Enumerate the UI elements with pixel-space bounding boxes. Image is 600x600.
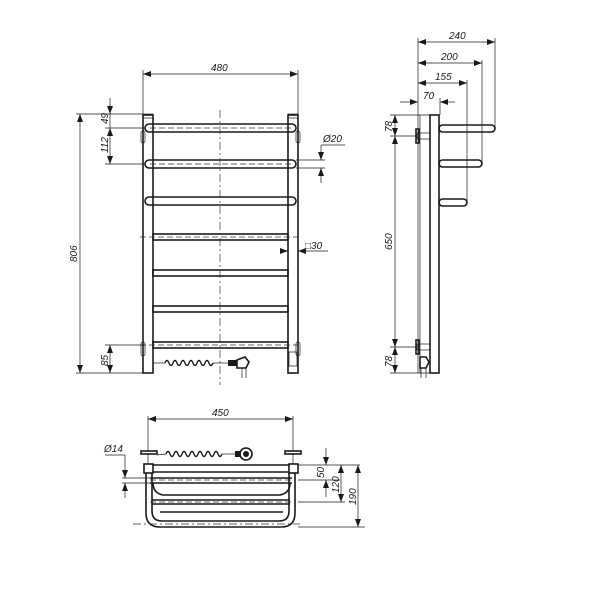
rail-1 xyxy=(144,123,297,133)
rail-3 xyxy=(144,196,297,206)
dim-profile-30: □30 xyxy=(305,241,323,252)
dim-side-bottom-78: 78 xyxy=(384,355,395,367)
dim-width-480: 480 xyxy=(211,63,228,74)
top-view: 450 Ø14 50 120 190 xyxy=(103,408,365,528)
top-heating-cable xyxy=(156,447,253,461)
side-post xyxy=(429,114,440,374)
dim-depth-155: 155 xyxy=(435,72,452,83)
front-view: 480 806 49 112 85 Ø20 □30 xyxy=(69,63,345,385)
rail-2 xyxy=(144,159,297,169)
rail-6 xyxy=(152,305,289,313)
side-view: 240 200 155 70 78 650 78 xyxy=(384,31,496,378)
dim-mount-diameter-14: Ø14 xyxy=(103,444,123,455)
dim-depth-190: 190 xyxy=(348,488,359,505)
dim-top-offset-49: 49 xyxy=(100,112,111,124)
dim-mount-spacing-650: 650 xyxy=(384,233,395,250)
dim-depth-70: 70 xyxy=(423,91,435,102)
dim-rail-spacing-112: 112 xyxy=(100,137,111,153)
rail-5 xyxy=(152,269,289,277)
dim-bottom-offset-85: 85 xyxy=(100,354,111,366)
heating-cable xyxy=(153,356,250,378)
dim-depth-50: 50 xyxy=(316,466,327,478)
dim-side-top-78: 78 xyxy=(384,120,395,132)
dim-depth-120: 120 xyxy=(331,476,342,493)
dim-top-width-450: 450 xyxy=(212,408,229,419)
right-post xyxy=(287,114,299,374)
dim-depth-240: 240 xyxy=(448,31,466,42)
dim-height-806: 806 xyxy=(69,245,80,262)
dim-depth-200: 200 xyxy=(440,52,458,63)
dim-diameter-20: Ø20 xyxy=(322,134,342,145)
left-post xyxy=(142,114,154,374)
